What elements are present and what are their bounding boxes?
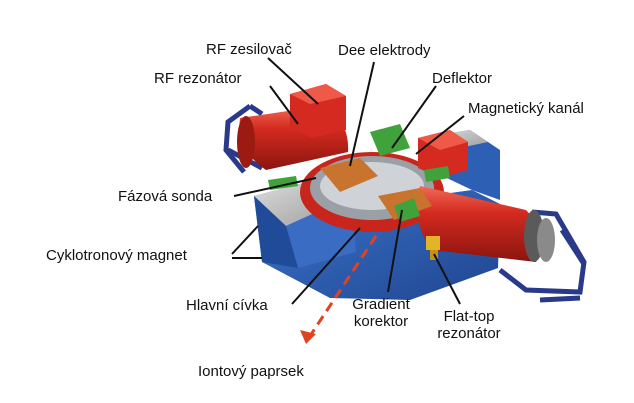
rf-amplifier <box>290 84 346 138</box>
label-main-coil: Hlavní cívka <box>186 297 268 314</box>
label-rf-amplifier: RF zesilovač <box>206 41 292 58</box>
label-magnetic-channel: Magnetický kanál <box>468 100 584 117</box>
rf-resonator-right <box>416 186 555 262</box>
label-flattop-resonator: Flat-top rezonátor <box>424 308 514 342</box>
label-flattop-line2: rezonátor <box>437 325 501 342</box>
right-support-frame <box>498 209 587 303</box>
label-rf-resonator: RF rezonátor <box>154 70 242 87</box>
leader-rf-resonator <box>269 85 299 125</box>
ion-beam-arrow <box>300 235 378 344</box>
leader-phase-probe <box>233 177 317 197</box>
label-cyclotron-magnet: Cyklotronový magnet <box>46 247 187 264</box>
leader-gradient-corrector <box>387 209 403 293</box>
label-gradient-corrector-line1: Gradient <box>352 296 410 313</box>
label-phase-probe: Fázová sonda <box>118 188 213 205</box>
label-ion-beam: Iontový paprsek <box>198 363 304 380</box>
leader-main-coil <box>291 227 361 305</box>
leader-rf-amplifier <box>267 57 319 105</box>
label-deflector: Deflektor <box>432 70 493 87</box>
deflector-assembly <box>268 124 450 222</box>
label-dee-electrodes: Dee elektrody <box>338 42 431 59</box>
leader-flattop <box>433 253 461 305</box>
leader-cyclotron-magnet-1 <box>231 225 259 255</box>
label-gradient-corrector-line2: korektor <box>353 313 409 330</box>
leader-magnetic-channel <box>415 115 465 155</box>
leader-deflector <box>391 85 437 149</box>
leader-lines <box>231 57 465 305</box>
label-gradient-corrector: Gradient korektor <box>344 296 418 330</box>
label-flattop-line1: Flat-top <box>443 308 495 325</box>
leader-dee-electrodes <box>349 61 375 167</box>
